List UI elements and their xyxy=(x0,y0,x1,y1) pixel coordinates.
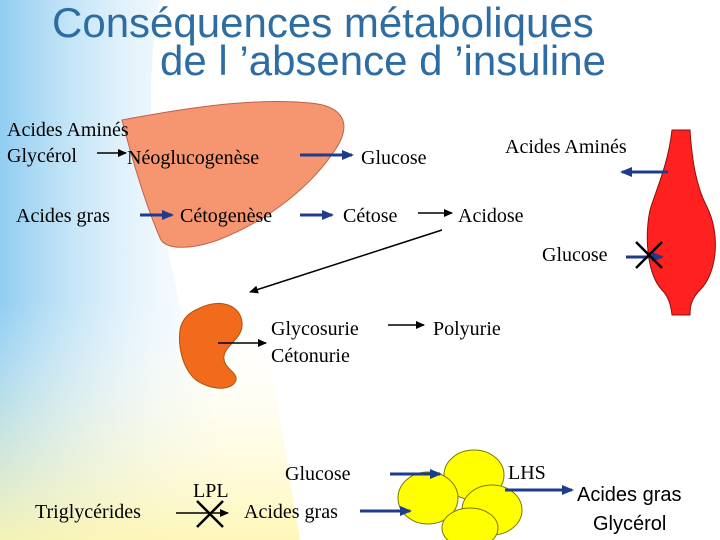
adipocyte-cell xyxy=(397,471,459,525)
label-lhs: LHS xyxy=(508,462,546,484)
label-acides-gras-right: Acides gras xyxy=(577,484,682,506)
adipocyte-cell xyxy=(441,507,499,540)
page-title: Conséquences métaboliques xyxy=(52,0,594,46)
label-cetonurie: Cétonurie xyxy=(271,345,350,367)
label-acides-gras-bottom: Acides gras xyxy=(244,501,338,523)
label-glucose-top: Glucose xyxy=(361,147,427,169)
blocked-cross-muscle xyxy=(635,241,663,269)
label-glucose-muscle: Glucose xyxy=(542,244,608,266)
label-glycosurie: Glycosurie xyxy=(271,318,359,340)
page-title-line2: de l ’absence d ’insuline xyxy=(160,37,606,84)
label-acides-amines-left: Acides Aminés xyxy=(7,119,129,141)
label-cetogenese: Cétogenèse xyxy=(180,205,273,227)
label-lpl: LPL xyxy=(193,480,229,502)
label-polyurie: Polyurie xyxy=(433,318,501,340)
muscle-shape xyxy=(646,129,716,316)
arrow-liver-to-kidney xyxy=(249,229,443,294)
label-cetose: Cétose xyxy=(343,205,398,227)
label-acides-gras-left: Acides gras xyxy=(16,205,110,227)
label-acidose: Acidose xyxy=(458,205,524,227)
label-glycerol-right: Glycérol xyxy=(593,513,667,535)
label-glycerol: Glycérol xyxy=(7,145,77,167)
label-triglycerides: Triglycérides xyxy=(35,501,141,523)
label-acides-amines-right: Acides Aminés xyxy=(505,136,627,158)
label-glucose-bottom: Glucose xyxy=(285,463,351,485)
kidney-shape xyxy=(179,303,243,389)
liver-shape xyxy=(121,101,345,248)
blocked-cross-lpl xyxy=(196,500,224,528)
label-neoglucogenese: Néoglucogenèse xyxy=(127,147,260,169)
